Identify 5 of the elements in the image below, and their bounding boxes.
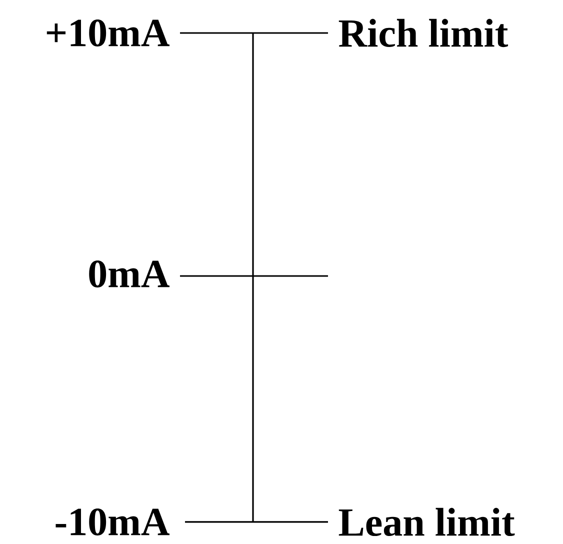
scale-label: Rich limit	[338, 18, 508, 48]
scale-label: +10mA	[46, 20, 170, 46]
scale-label: -10mA	[56, 508, 170, 536]
scale-label: 0mA	[89, 260, 170, 288]
scale-label: Lean limit	[338, 508, 515, 536]
